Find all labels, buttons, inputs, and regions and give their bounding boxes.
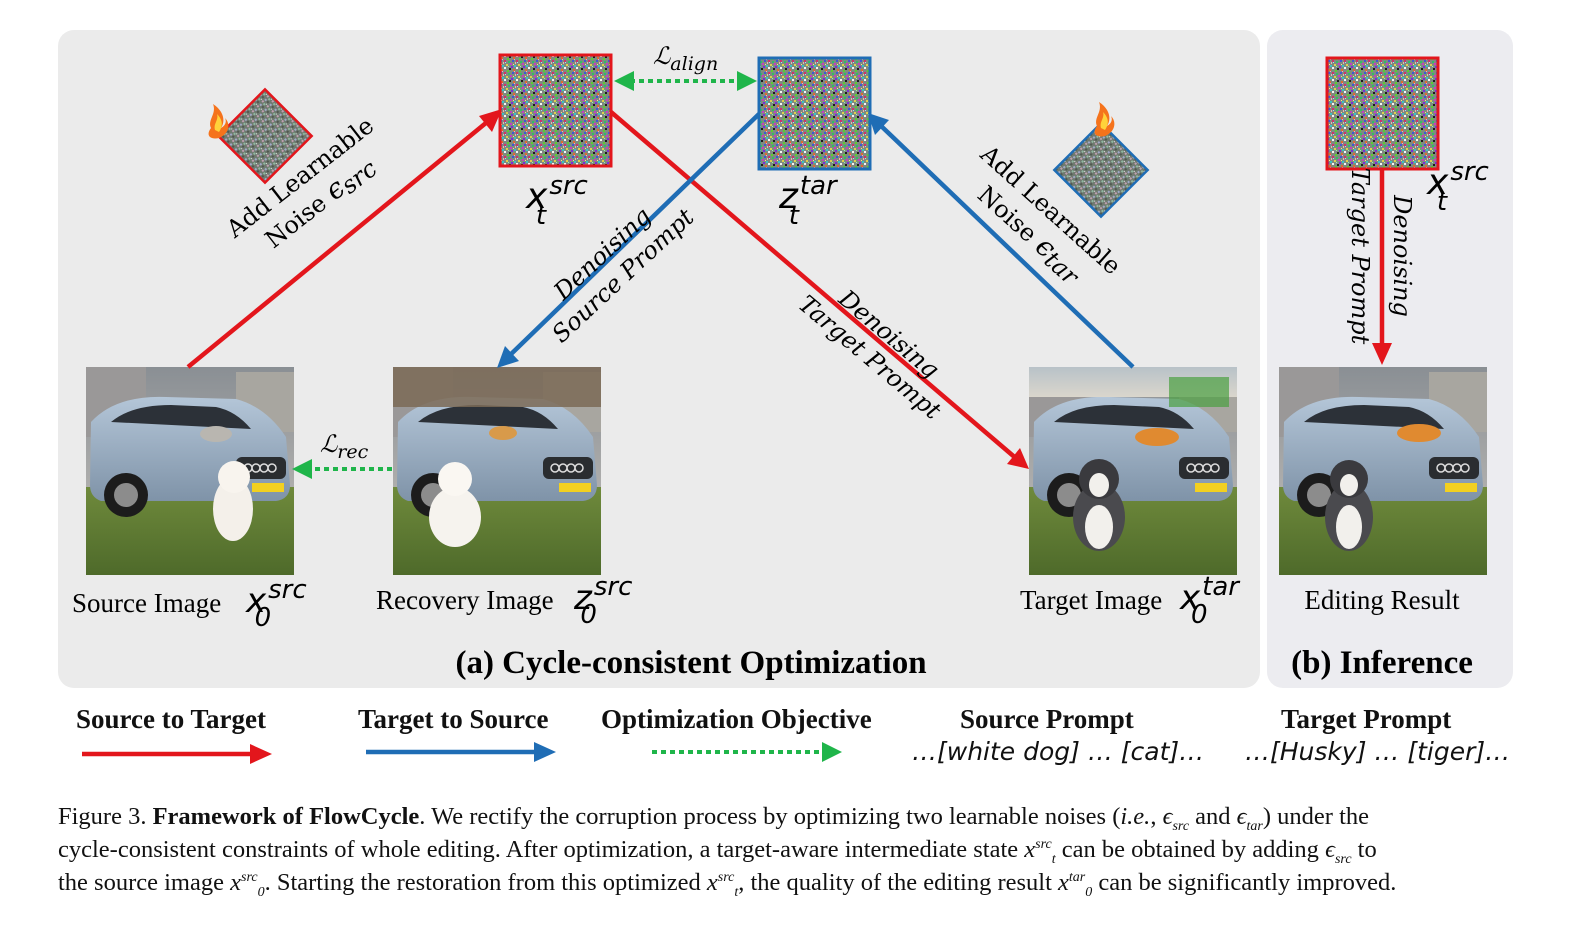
arrowhead	[534, 742, 556, 762]
figure-caption: Figure 3. Framework of FlowCycle. We rec…	[58, 800, 1538, 899]
arrowhead	[822, 742, 842, 762]
arrow-denoise-source	[505, 112, 761, 360]
caption-line-3: the source image xsrc0. Starting the res…	[58, 869, 1397, 900]
loss-align-label: ℒalign	[653, 42, 718, 75]
arrowhead	[737, 71, 757, 91]
legend-objective: Optimization Objective	[601, 704, 872, 734]
arrow-add-noise-src	[186, 116, 494, 369]
caption-line-2: cycle-consistent constraints of whole ed…	[58, 836, 1377, 867]
recovery-image-label: Recovery Image	[376, 585, 554, 615]
inference-denoise-annotation: Denoising Target Prompt	[1346, 168, 1416, 345]
arrowhead	[1372, 343, 1392, 365]
caption-line-1: Figure 3. Framework of FlowCycle. We rec…	[58, 803, 1369, 834]
arrowhead	[497, 346, 519, 368]
target-image-label: Target Image	[1020, 585, 1162, 615]
legend-tar-to-src: Target to Source	[358, 704, 549, 734]
arrow-add-noise-tar	[876, 121, 1135, 369]
arrowhead	[1007, 448, 1029, 469]
legend-source-prompt-text: …[white dog] … [cat]…	[912, 737, 1205, 766]
legend-src-to-tar: Source to Target	[76, 704, 266, 734]
learnable-noise-tar	[1052, 121, 1150, 219]
arrow-denoise-target	[609, 110, 1020, 462]
fire-icon	[1094, 102, 1115, 137]
svg-text:Target Prompt: Target Prompt	[1346, 168, 1374, 345]
arrowhead	[868, 113, 889, 135]
panel-a-title: (a) Cycle-consistent Optimization	[455, 645, 926, 681]
target-image	[1028, 366, 1238, 576]
arrowhead	[292, 459, 312, 479]
loss-rec-label: ℒrec	[320, 430, 369, 463]
source-image	[85, 366, 295, 576]
editing-result-image	[1278, 366, 1488, 576]
noise-xt-src	[498, 53, 613, 168]
legend-target-prompt-label: Target Prompt	[1281, 704, 1452, 734]
fire-icon	[208, 104, 229, 139]
legend-target-prompt-text: …[Husky] … [tiger]…	[1245, 737, 1511, 766]
noise-zt-tar	[757, 56, 872, 171]
panel-b-title: (b) Inference	[1291, 645, 1473, 681]
recovery-image	[392, 366, 602, 576]
panel-a-background	[58, 30, 1260, 688]
legend-source-prompt-label: Source Prompt	[960, 704, 1134, 734]
source-image-label: Source Image	[72, 588, 221, 618]
learnable-noise-src	[216, 87, 314, 185]
svg-text:Denoising: Denoising	[1388, 194, 1416, 317]
editing-result-label: Editing Result	[1304, 585, 1460, 615]
noise-inference-xt-src	[1325, 56, 1440, 171]
arrowhead	[614, 71, 634, 91]
arrowhead	[479, 109, 502, 132]
arrowhead	[250, 744, 272, 764]
